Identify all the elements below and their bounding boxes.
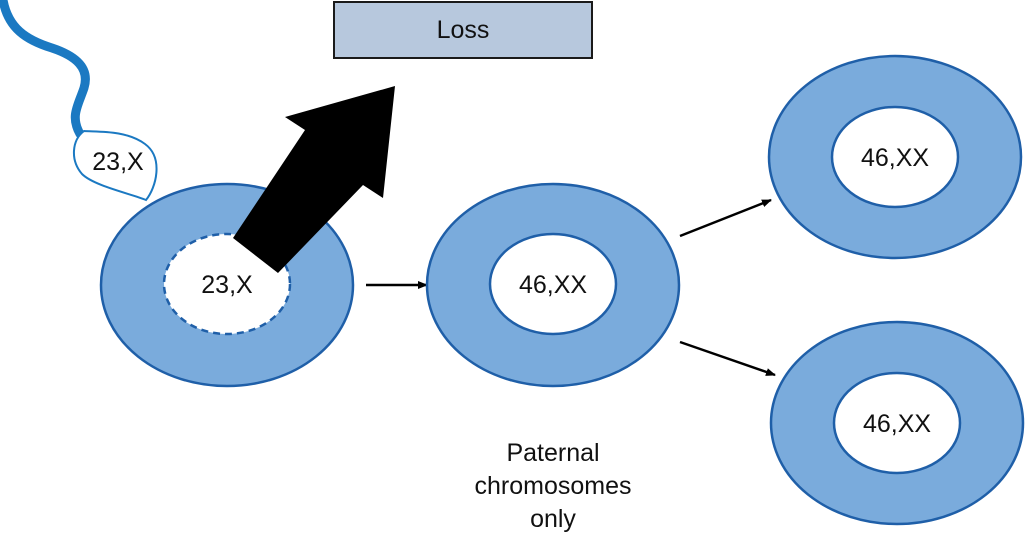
egg-nucleus (162, 232, 292, 336)
zygote-cell: 46,XX (425, 182, 681, 388)
loss-box-label: Loss (437, 16, 490, 44)
sperm-head (73, 129, 158, 202)
daughter-bottom-label: 46,XX (863, 410, 931, 438)
caption-line-3: only (530, 505, 576, 533)
loss-box: Loss (333, 1, 593, 59)
caption-line-2: chromosomes (475, 472, 632, 500)
daughter-cell-bottom: 46,XX (769, 320, 1025, 526)
daughter-cell-top: 46,XX (767, 54, 1023, 260)
caption: Paternal chromosomes only (475, 439, 632, 533)
daughter-bottom-nucleus (832, 371, 962, 475)
sperm: 23,X (73, 129, 158, 202)
arrow-to-daughter-bottom (679, 340, 776, 377)
loss-arrow (233, 86, 395, 273)
zygote-nucleus-label: 46,XX (519, 271, 587, 299)
sperm-tail (0, 0, 90, 139)
daughter-top-label: 46,XX (861, 144, 929, 172)
zygote-nucleus (488, 232, 618, 336)
egg-nucleus-label: 23,X (201, 271, 253, 299)
daughter-top-nucleus (830, 105, 960, 209)
caption-line-1: Paternal (506, 439, 599, 467)
arrow-to-daughter-top (679, 198, 772, 238)
sperm-label: 23,X (92, 148, 144, 176)
